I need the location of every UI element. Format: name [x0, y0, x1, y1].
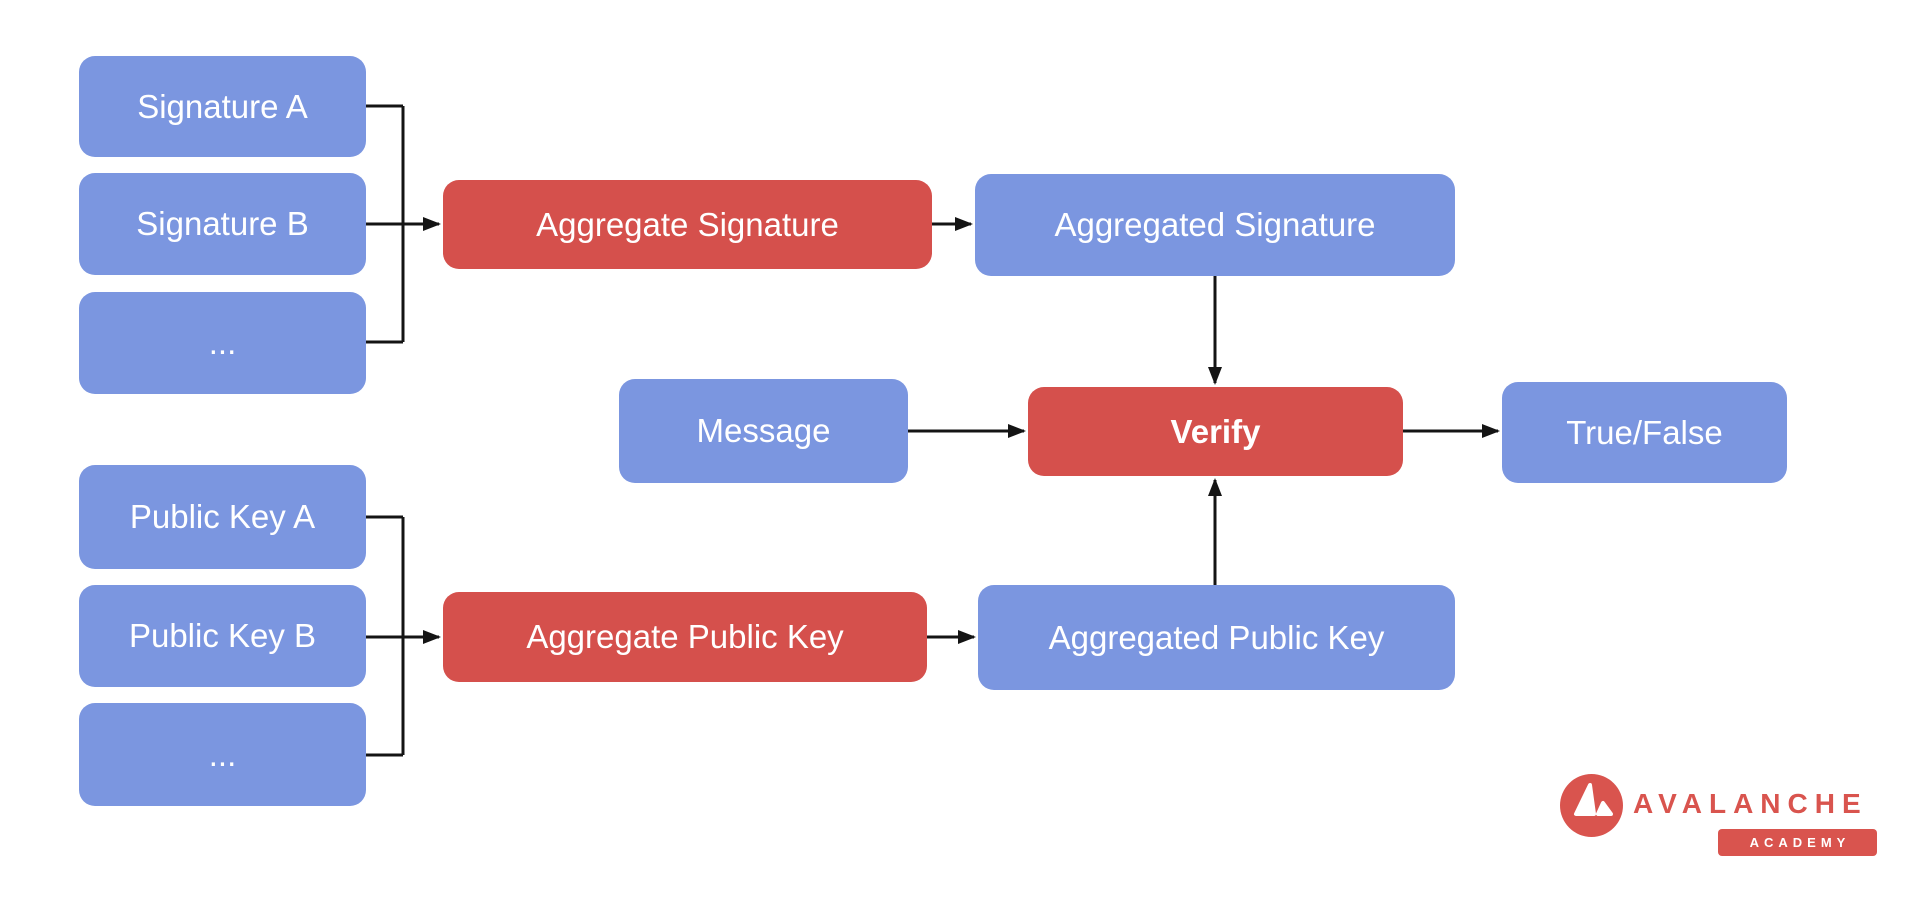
logo-academy-text: ACADEMY — [1749, 835, 1851, 850]
node-true-false: True/False — [1502, 382, 1787, 483]
logo-brand-text: AVALANCHE — [1633, 788, 1868, 819]
node-label: Signature A — [137, 87, 308, 125]
avalanche-triangle-mark-icon — [1574, 783, 1613, 816]
node-signature-more: ... — [79, 292, 366, 394]
node-signature-b: Signature B — [79, 173, 366, 275]
avalanche-logo-icon — [1560, 774, 1623, 837]
node-label: ... — [208, 735, 237, 773]
node-label: Aggregate Public Key — [526, 618, 844, 655]
node-label: Signature B — [136, 205, 309, 242]
node-aggregated-signature: Aggregated Signature — [975, 174, 1455, 276]
node-signature-a: Signature A — [79, 56, 366, 157]
logo-academy-badge: ACADEMY — [1718, 829, 1877, 856]
node-verify: Verify — [1028, 387, 1403, 476]
node-label: Aggregated Public Key — [1048, 618, 1385, 656]
node-aggregate-signature: Aggregate Signature — [443, 180, 932, 269]
node-label: Verify — [1170, 412, 1261, 450]
node-label: Public Key B — [128, 617, 317, 654]
node-label: True/False — [1566, 413, 1723, 451]
node-label: Aggregate Signature — [536, 205, 839, 243]
node-aggregate-public-key: Aggregate Public Key — [443, 592, 927, 682]
node-label: Aggregated Signature — [1054, 206, 1376, 243]
node-public-key-more: ... — [79, 703, 366, 806]
node-label: ... — [208, 324, 237, 361]
node-label: Public Key A — [129, 498, 316, 535]
node-label: Message — [696, 412, 831, 449]
avalanche-academy-logo: AVALANCHE ACADEMY — [1558, 772, 1888, 860]
node-public-key-a: Public Key A — [79, 465, 366, 569]
node-aggregated-public-key: Aggregated Public Key — [978, 585, 1455, 690]
node-public-key-b: Public Key B — [79, 585, 366, 687]
node-message: Message — [619, 379, 908, 483]
